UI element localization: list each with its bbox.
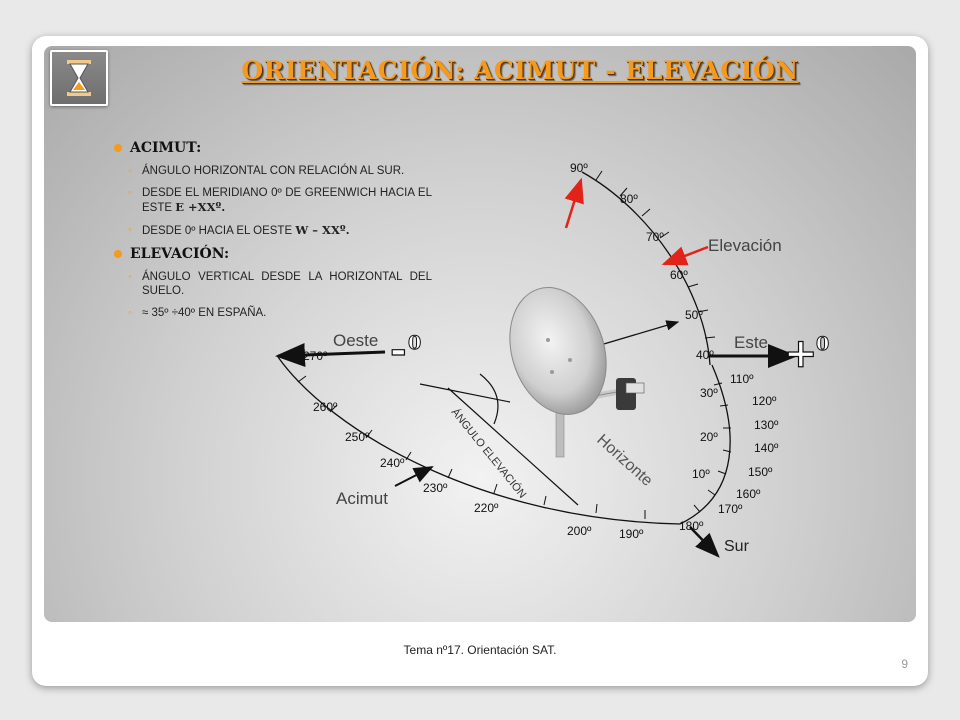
label-sur: Sur bbox=[724, 538, 750, 555]
satellite-dish-icon bbox=[509, 287, 645, 458]
west-minus-sign: - bbox=[390, 326, 407, 373]
east-zero: 0 bbox=[816, 333, 829, 355]
az-tick: 190º bbox=[619, 527, 644, 541]
west-zero: 0 bbox=[408, 332, 421, 354]
az-tick: 200º bbox=[567, 524, 592, 538]
azimuth-arc-ticks bbox=[297, 375, 732, 519]
bullet-elevacion: ELEVACIÓN: bbox=[112, 246, 432, 262]
elev-tick: 70º bbox=[646, 230, 664, 244]
west-arrow bbox=[275, 342, 386, 367]
west-value: W – XXº. bbox=[295, 223, 350, 237]
elevation-angle-arc bbox=[479, 373, 499, 425]
az-tick: 240º bbox=[380, 456, 405, 470]
az-tick: 150º bbox=[748, 465, 773, 479]
azimuth-pointer-arrow bbox=[394, 466, 434, 487]
south-arrow bbox=[689, 526, 720, 558]
label-acimut: Acimut bbox=[336, 489, 388, 508]
horizontal-reference-line bbox=[447, 387, 579, 506]
az-tick: 260º bbox=[313, 400, 338, 414]
elevation-pointer-arrow bbox=[661, 245, 709, 266]
east-plus-sign: + bbox=[784, 330, 818, 377]
az-tick: 170º bbox=[718, 502, 743, 516]
tilt-reference-line bbox=[419, 383, 511, 403]
slide-title: ORIENTACIÓN: ACIMUT - ELEVACIÓN bbox=[241, 56, 799, 85]
bullet-list: ACIMUT: ÁNGULO HORIZONTAL CON RELACIÓN A… bbox=[112, 140, 432, 328]
az-tick: 160º bbox=[736, 487, 761, 501]
elev-tick: 40º bbox=[696, 348, 714, 362]
elev-tick: 30º bbox=[700, 386, 718, 400]
elev-tick: 10º bbox=[692, 467, 710, 481]
bullet-acimut: ACIMUT: bbox=[112, 140, 432, 156]
elev-tick: 60º bbox=[670, 268, 688, 282]
acimut-item-2: DESDE EL MERIDIANO 0º DE GREENWICH HACIA… bbox=[112, 186, 432, 215]
az-tick: 110º bbox=[730, 372, 754, 386]
label-horizonte: Horizonte bbox=[593, 431, 655, 490]
acimut-item-3: DESDE 0º HACIA EL OESTE W – XXº. bbox=[112, 223, 432, 238]
zenith-pointer-arrow bbox=[564, 177, 584, 229]
elevacion-item-1: ÁNGULO VERTICAL DESDE LA HORIZONTAL DEL … bbox=[112, 270, 432, 298]
az-tick: 180º bbox=[679, 519, 704, 533]
elevacion-item-2: ≈ 35º ÷40º EN ESPAÑA. bbox=[112, 306, 432, 320]
elev-tick: 90º bbox=[570, 161, 588, 175]
az-tick: 230º bbox=[423, 481, 448, 495]
label-angulo-elevacion: ÁNGULO ELEVACIÓN bbox=[449, 406, 529, 501]
east-value: E +XXº. bbox=[175, 200, 226, 214]
content-panel bbox=[44, 46, 916, 622]
az-tick: 130º bbox=[754, 418, 779, 432]
elev-tick: 80º bbox=[620, 192, 638, 206]
az-tick: 120º bbox=[752, 394, 777, 408]
page-number: 9 bbox=[901, 657, 908, 671]
az-tick: 220º bbox=[474, 501, 499, 515]
label-oeste: Oeste bbox=[333, 331, 378, 350]
elev-tick: 50º bbox=[685, 308, 703, 322]
elevation-arc-ticks bbox=[595, 170, 716, 339]
elev-tick: 20º bbox=[700, 430, 718, 444]
label-este: Este bbox=[734, 333, 768, 352]
az-tick: 140º bbox=[754, 441, 779, 455]
az-tick: 250º bbox=[345, 430, 370, 444]
hourglass-logo-icon bbox=[50, 50, 108, 106]
label-elevacion: Elevación bbox=[708, 236, 782, 255]
acimut-item-1: ÁNGULO HORIZONTAL CON RELACIÓN AL SUR. bbox=[112, 164, 432, 178]
footer-text: Tema nº17. Orientación SAT. bbox=[403, 643, 557, 657]
